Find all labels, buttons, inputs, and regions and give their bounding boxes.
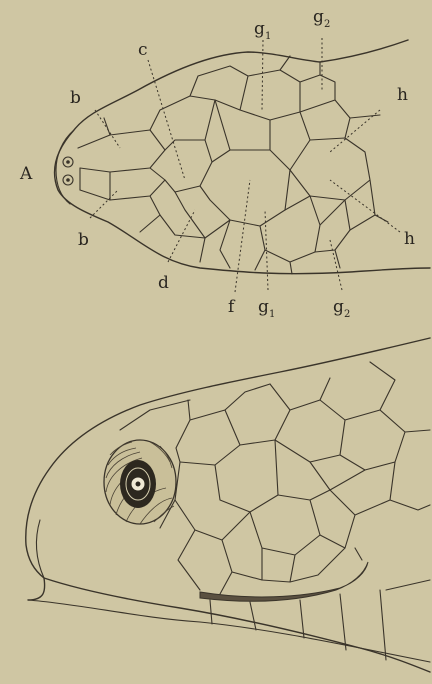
dorsal-scales (78, 56, 388, 274)
label-b-lower: b (78, 230, 89, 250)
label-g1-bottom-sub: 1 (269, 309, 275, 320)
nostril-upper-dot (66, 160, 70, 164)
label-h-upper: h (397, 85, 408, 105)
side-head-outline (26, 338, 430, 672)
dorsal-head-view: A b b c d f g 1 g 2 g 1 g 2 h h (19, 7, 430, 320)
label-c: c (138, 40, 148, 60)
leader-lines-top (90, 38, 400, 292)
eye (104, 440, 176, 524)
label-f: f (228, 297, 236, 317)
label-d: d (158, 273, 169, 293)
lateral-head-view (26, 338, 430, 672)
label-g2-bottom: g (333, 297, 344, 317)
label-g2-top-sub: 2 (324, 19, 330, 30)
snout-tip (56, 130, 74, 204)
jaw-line (28, 600, 430, 662)
nostril-lower-dot (66, 178, 70, 182)
label-g1-top-sub: 1 (265, 31, 271, 42)
label-g2-top: g (313, 7, 324, 27)
panel-label: A (19, 164, 33, 184)
snout-front (37, 520, 44, 578)
label-g1-bottom: g (258, 297, 269, 317)
label-g1-top: g (254, 19, 265, 39)
side-snout (28, 578, 45, 600)
label-h-lower: h (404, 229, 415, 249)
head-outline (55, 40, 430, 274)
label-g2-bottom-sub: 2 (344, 309, 350, 320)
label-b-upper: b (70, 88, 81, 108)
